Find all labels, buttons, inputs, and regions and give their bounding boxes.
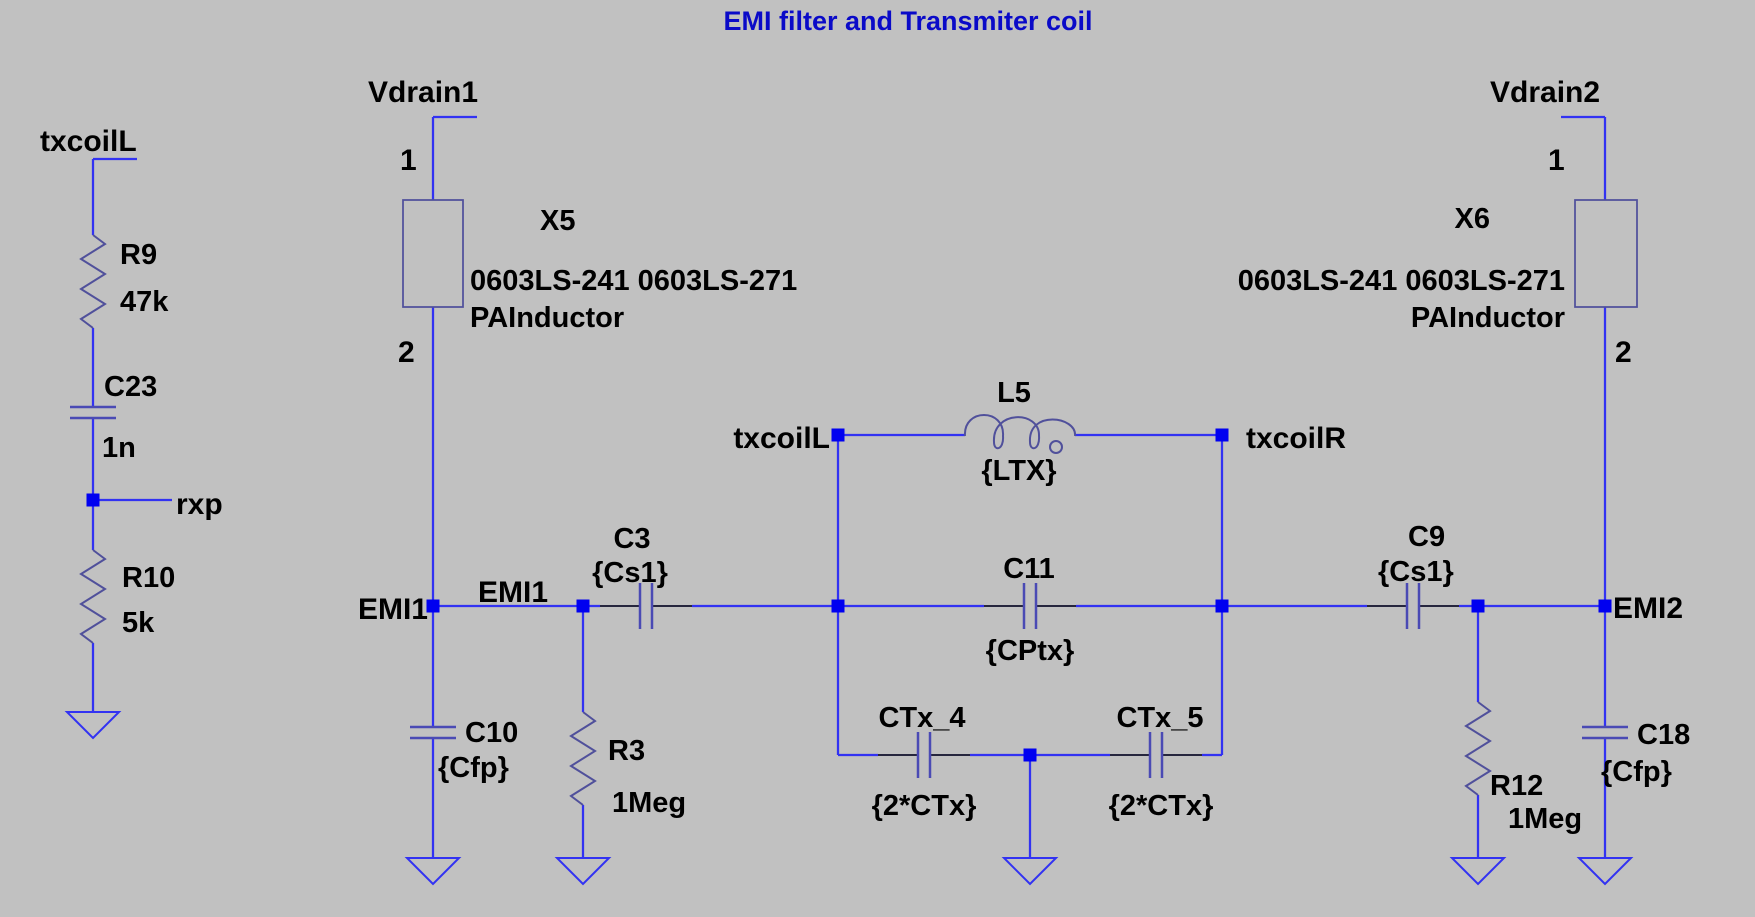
label-x5-subckt[interactable]: PAInductor (470, 302, 624, 334)
capacitor-c9[interactable] (1367, 583, 1459, 629)
label-c9-value[interactable]: {Cs1} (1378, 556, 1454, 588)
pin-number-x6-2: 2 (1615, 336, 1632, 369)
pin-number-x6-1: 1 (1548, 144, 1565, 177)
resistor-r9[interactable] (79, 234, 107, 329)
junction-dot (1598, 599, 1612, 613)
junction-dot (426, 599, 440, 613)
net-label-txcoilr-node[interactable]: txcoilR (1246, 422, 1346, 455)
schematic-title[interactable]: EMI filter and Transmiter coil (723, 6, 1092, 36)
ground-symbol-rxp[interactable] (64, 711, 122, 740)
capacitor-c10[interactable] (410, 725, 456, 740)
ground-symbol-r3[interactable] (554, 857, 612, 886)
capacitor-plates (1582, 725, 1628, 740)
resistor-r12[interactable] (1464, 701, 1492, 796)
label-c10-value[interactable]: {Cfp} (438, 752, 509, 784)
capacitor-c23[interactable] (70, 405, 116, 420)
junction-dot (1471, 599, 1485, 613)
label-r3-ref[interactable]: R3 (608, 735, 645, 767)
capacitor-c11[interactable] (984, 583, 1076, 629)
inductor-coil (963, 414, 1077, 450)
resistor-r3[interactable] (569, 711, 597, 806)
subckt-x6[interactable] (1574, 199, 1638, 308)
junction-dot (831, 428, 845, 442)
label-x6-subckt[interactable]: PAInductor (1411, 302, 1565, 334)
net-label-vdrain1[interactable]: Vdrain1 (368, 76, 478, 109)
subckt-x5[interactable] (402, 199, 464, 308)
pin-number-x5-1: 1 (400, 144, 417, 177)
capacitor-plates (410, 725, 456, 740)
label-c18-ref[interactable]: C18 (1637, 719, 1690, 751)
junction-dot (576, 599, 590, 613)
resistor-zigzag (79, 549, 107, 644)
label-x6-models[interactable]: 0603LS-241 0603LS-271 (1238, 265, 1565, 297)
net-label-emi1-wire[interactable]: EMI1 (478, 576, 548, 609)
net-label-rxp[interactable]: rxp (176, 488, 223, 521)
resistor-zigzag (79, 234, 107, 329)
label-r9-ref[interactable]: R9 (120, 239, 157, 271)
wire-ctx-bus[interactable] (838, 753, 1222, 858)
capacitor-c3[interactable] (600, 583, 692, 629)
label-ctx5-value[interactable]: {2*CTx} (1109, 790, 1214, 822)
label-c18-value[interactable]: {Cfp} (1601, 756, 1672, 788)
label-l5-ref[interactable]: L5 (997, 377, 1031, 409)
capacitor-plates (1022, 583, 1038, 629)
label-x5-models[interactable]: 0603LS-241 0603LS-271 (470, 265, 797, 297)
label-r12-value[interactable]: 1Meg (1508, 803, 1582, 835)
capacitor-plates (638, 583, 654, 629)
wire-coil-row[interactable] (836, 433, 1224, 755)
label-c3-ref[interactable]: C3 (613, 523, 650, 555)
junction-dot (831, 599, 845, 613)
junction-dot (1023, 748, 1037, 762)
label-ctx4-value[interactable]: {2*CTx} (872, 790, 977, 822)
label-ctx4-ref[interactable]: CTx_4 (878, 702, 965, 734)
resistor-zigzag (1464, 701, 1492, 796)
label-r10-ref[interactable]: R10 (122, 562, 175, 594)
label-c11-value[interactable]: {CPtx} (986, 635, 1075, 667)
pin-number-x5-2: 2 (398, 336, 415, 369)
ground-symbol-r12[interactable] (1449, 857, 1507, 886)
junction-dot (1215, 428, 1229, 442)
net-label-emi1-flag[interactable]: EMI1 (358, 593, 428, 626)
label-c23-value[interactable]: 1n (102, 432, 136, 464)
resistor-r10[interactable] (79, 549, 107, 644)
capacitor-ctx4[interactable] (878, 732, 970, 778)
net-label-txcoill-node[interactable]: txcoilL (733, 422, 830, 455)
wire-txcoill-branch[interactable] (91, 157, 172, 712)
label-l5-value[interactable]: {LTX} (981, 455, 1056, 487)
label-r9-value[interactable]: 47k (120, 286, 169, 318)
net-label-emi2[interactable]: EMI2 (1613, 592, 1683, 625)
label-c23-ref[interactable]: C23 (104, 371, 157, 403)
net-label-vdrain2[interactable]: Vdrain2 (1490, 76, 1600, 109)
capacitor-plates (70, 405, 116, 420)
wire-vdrain2-branch[interactable] (1561, 115, 1607, 858)
junction-dot (86, 493, 100, 507)
capacitor-plates (916, 732, 932, 778)
label-r12-ref[interactable]: R12 (1490, 770, 1543, 802)
wire-vdrain1-branch[interactable] (431, 115, 477, 606)
capacitor-c18[interactable] (1582, 725, 1628, 740)
subckt-body (402, 199, 464, 308)
ground-symbol-c18[interactable] (1576, 857, 1634, 886)
label-r10-value[interactable]: 5k (122, 607, 155, 639)
inductor-l5[interactable] (963, 414, 1077, 454)
label-c10-ref[interactable]: C10 (465, 717, 518, 749)
label-x5-ref[interactable]: X5 (540, 205, 575, 237)
subckt-body (1574, 199, 1638, 308)
net-label-txcoill-flag[interactable]: txcoilL (40, 125, 137, 158)
capacitor-ctx5[interactable] (1110, 732, 1202, 778)
label-c3-value[interactable]: {Cs1} (592, 557, 668, 589)
junction-dot (1215, 599, 1229, 613)
label-c9-ref[interactable]: C9 (1408, 521, 1445, 553)
label-x6-ref[interactable]: X6 (1455, 203, 1490, 235)
capacitor-plates (1148, 732, 1164, 778)
label-c11-ref[interactable]: C11 (1003, 553, 1055, 585)
resistor-zigzag (569, 711, 597, 806)
ground-symbol-ctx[interactable] (1001, 857, 1059, 886)
label-r3-value[interactable]: 1Meg (612, 787, 686, 819)
ground-symbol-c10[interactable] (404, 857, 462, 886)
capacitor-plates (1405, 583, 1421, 629)
label-ctx5-ref[interactable]: CTx_5 (1116, 702, 1203, 734)
inductor-phase-dot (1049, 440, 1063, 454)
